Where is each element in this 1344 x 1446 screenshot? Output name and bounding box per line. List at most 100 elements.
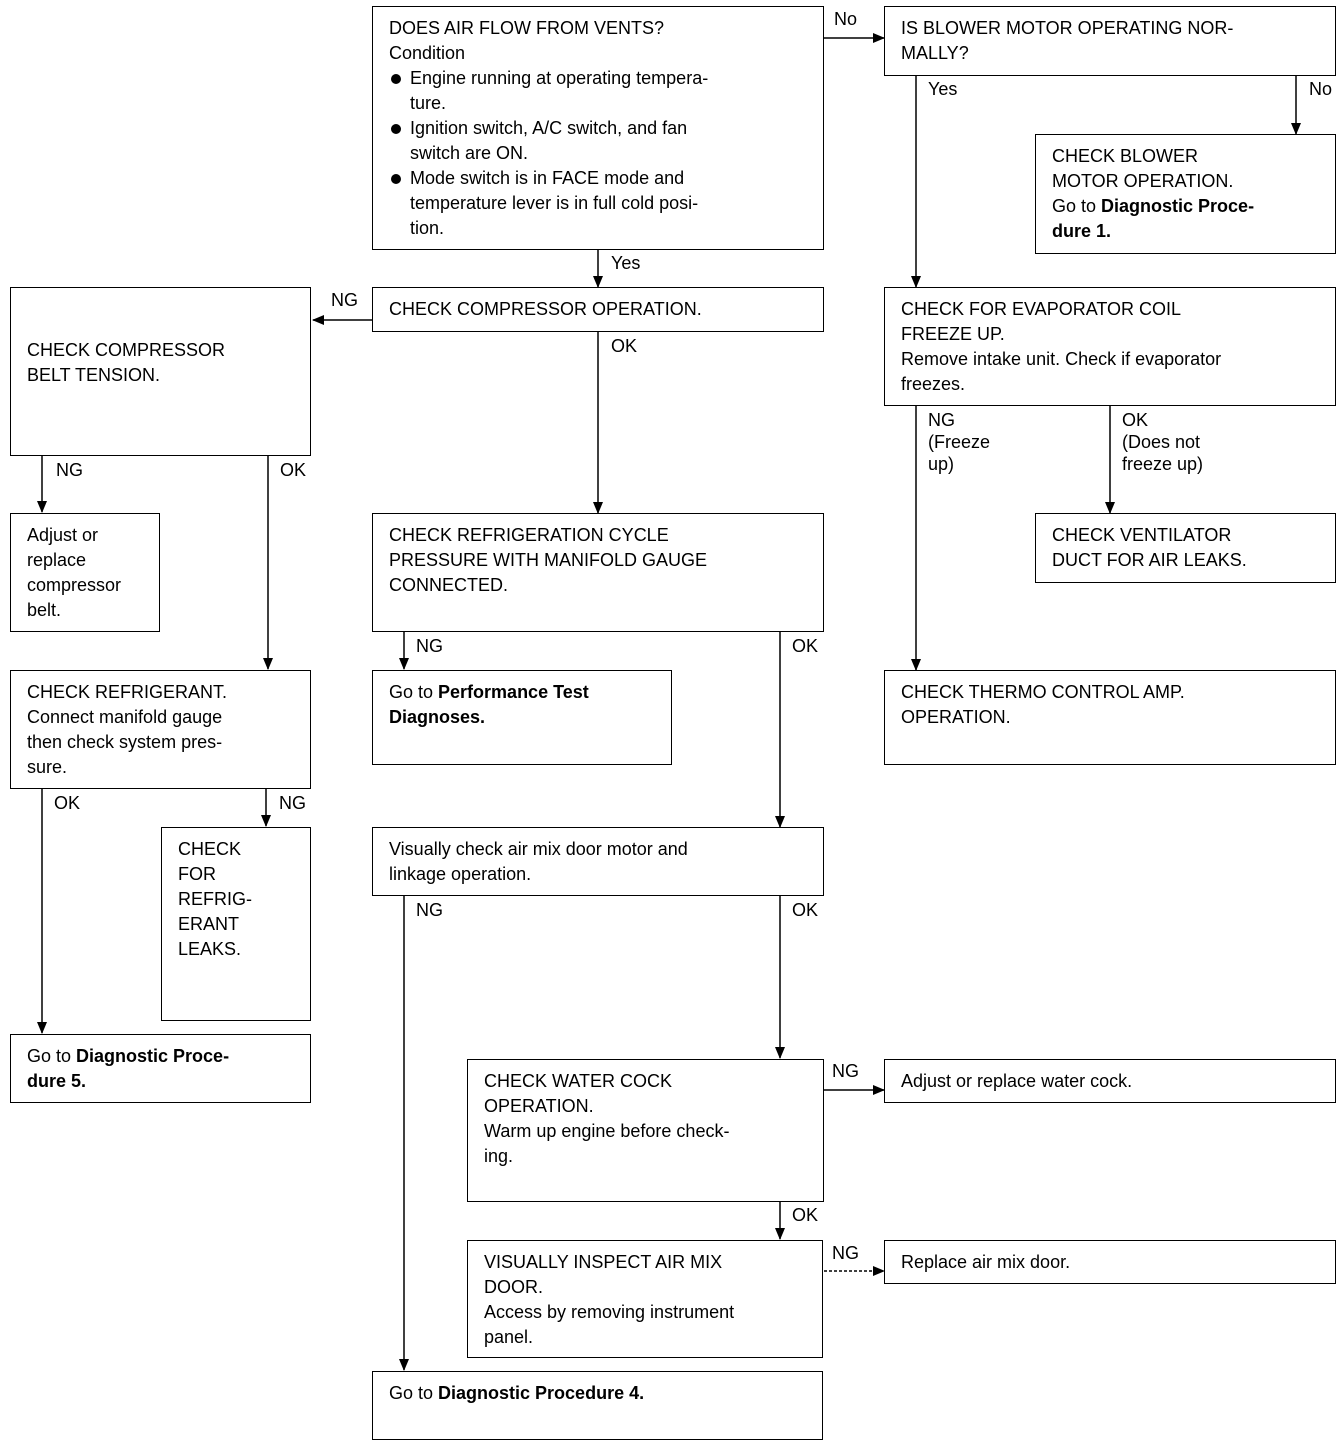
goto-target: Diagnoses. xyxy=(389,707,486,727)
evaporator-freeze-box: CHECK FOR EVAPORATOR COIL FREEZE UP. Rem… xyxy=(884,287,1336,406)
edge-label-ng-freeze: NG (Freeze up) xyxy=(928,409,990,475)
box-line: VISUALLY INSPECT AIR MIX xyxy=(484,1252,723,1272)
goto-target: Diagnostic Proce- xyxy=(76,1046,230,1066)
water-cock-box: CHECK WATER COCK OPERATION. Warm up engi… xyxy=(467,1059,824,1202)
box-title: DOES AIR FLOW FROM VENTS? xyxy=(389,18,665,38)
adjust-belt-box: Adjust or replace compressor belt. xyxy=(10,513,160,632)
replace-water-cock-box: Adjust or replace water cock. xyxy=(884,1059,1336,1103)
box-line: CHECK FOR EVAPORATOR COIL xyxy=(901,299,1182,319)
goto-line: Go to Performance Test xyxy=(389,680,657,705)
box-line: LEAKS. xyxy=(178,939,242,959)
goto-line: dure 1. xyxy=(1052,219,1321,244)
box-line: CHECK VENTILATOR xyxy=(1052,525,1232,545)
box-line: OPERATION. xyxy=(901,707,1011,727)
air-flow-question-box: DOES AIR FLOW FROM VENTS? Condition Engi… xyxy=(372,6,824,250)
goto-line: Go to Diagnostic Proce- xyxy=(1052,194,1321,219)
condition-bullet: Mode switch is in FACE mode and xyxy=(389,166,809,191)
edge-label-ok: OK xyxy=(611,336,638,356)
label-line: NG xyxy=(928,410,955,430)
box-line: belt. xyxy=(27,600,62,620)
goto-line: Go to Diagnostic Procedure 4. xyxy=(389,1381,808,1406)
box-line: PRESSURE WITH MANIFOLD GAUGE xyxy=(389,550,708,570)
goto-target: Performance Test xyxy=(438,682,589,702)
label-line: up) xyxy=(928,454,955,474)
box-line: BELT TENSION. xyxy=(27,365,161,385)
box-line: sure. xyxy=(27,757,68,777)
ventilator-duct-box: CHECK VENTILATOR DUCT FOR AIR LEAKS. xyxy=(1035,513,1336,583)
edge-label-ng: NG xyxy=(832,1243,859,1263)
thermo-control-box: CHECK THERMO CONTROL AMP. OPERATION. xyxy=(884,670,1336,765)
box-line: REFRIG- xyxy=(178,889,252,909)
box-line: Adjust or replace water cock. xyxy=(901,1071,1133,1091)
edge-label-ng: NG xyxy=(416,900,443,920)
box-line: CHECK COMPRESSOR xyxy=(27,340,226,360)
box-line: Visually check air mix door motor and xyxy=(389,839,688,859)
edge-label-ok-freeze: OK (Does not freeze up) xyxy=(1122,409,1203,475)
goto-line: Go to Diagnostic Proce- xyxy=(27,1044,296,1069)
box-line: CHECK COMPRESSOR OPERATION. xyxy=(389,299,702,319)
box-line: DOOR. xyxy=(484,1277,544,1297)
box-line: CHECK REFRIGERATION CYCLE xyxy=(389,525,669,545)
goto-prefix: Go to xyxy=(27,1046,77,1066)
box-line: compressor xyxy=(27,575,122,595)
compressor-operation-box: CHECK COMPRESSOR OPERATION. xyxy=(372,287,824,332)
box-line: then check system pres- xyxy=(27,732,223,752)
box-line: freezes. xyxy=(901,374,966,394)
box-line: FREEZE UP. xyxy=(901,324,1005,344)
diagnostic-procedure-4-box: Go to Diagnostic Procedure 4. xyxy=(372,1371,823,1440)
box-line: CHECK xyxy=(178,839,242,859)
box-line: Warm up engine before check- xyxy=(484,1121,730,1141)
label-line: (Does not xyxy=(1122,432,1201,452)
edge-label-no: No xyxy=(834,9,858,29)
goto-prefix: Go to xyxy=(1052,196,1102,216)
box-line: ing. xyxy=(484,1146,514,1166)
edge-label-ok: OK xyxy=(792,900,819,920)
box-line: IS BLOWER MOTOR OPERATING NOR- xyxy=(901,18,1234,38)
box-line: MALLY? xyxy=(901,43,969,63)
edge-label-ng: NG xyxy=(832,1061,859,1081)
refrigerant-leaks-box: CHECK FOR REFRIG- ERANT LEAKS. xyxy=(161,827,311,1021)
blower-normal-question-box: IS BLOWER MOTOR OPERATING NOR- MALLY? xyxy=(884,6,1336,76)
box-line: Remove intake unit. Check if evaporator xyxy=(901,349,1222,369)
edge-label-ok: OK xyxy=(280,460,307,480)
condition-bullet: Ignition switch, A/C switch, and fan xyxy=(389,116,809,141)
performance-test-box: Go to Performance Test Diagnoses. xyxy=(372,670,672,765)
edge-label-ok: OK xyxy=(792,1205,819,1225)
goto-prefix: Go to xyxy=(389,1383,439,1403)
goto-line: dure 5. xyxy=(27,1069,296,1094)
check-blower-box: CHECK BLOWER MOTOR OPERATION. Go to Diag… xyxy=(1035,134,1336,254)
edge-label-ok: OK xyxy=(792,636,819,656)
box-line: CHECK BLOWER xyxy=(1052,146,1199,166)
box-line: Replace air mix door. xyxy=(901,1252,1071,1272)
goto-prefix: Go to xyxy=(389,682,439,702)
goto-target: dure 1. xyxy=(1052,221,1112,241)
goto-target: dure 5. xyxy=(27,1071,87,1091)
goto-target: Diagnostic Procedure 4. xyxy=(438,1383,645,1403)
goto-line: Diagnoses. xyxy=(389,705,657,730)
box-line: OPERATION. xyxy=(484,1096,594,1116)
diagnostic-procedure-5-box: Go to Diagnostic Proce- dure 5. xyxy=(10,1034,311,1103)
condition-bullet-cont: switch are ON. xyxy=(410,143,529,163)
label-line: freeze up) xyxy=(1122,454,1204,474)
box-line: MOTOR OPERATION. xyxy=(1052,171,1234,191)
box-line: Access by removing instrument xyxy=(484,1302,735,1322)
box-line: CHECK THERMO CONTROL AMP. xyxy=(901,682,1185,702)
inspect-air-mix-door-box: VISUALLY INSPECT AIR MIX DOOR. Access by… xyxy=(467,1240,823,1358)
condition-bullet-cont: tion. xyxy=(410,218,445,238)
condition-bullet: Engine running at operating tempera- xyxy=(389,66,809,91)
condition-label: Condition xyxy=(389,43,466,63)
box-line: FOR xyxy=(178,864,216,884)
edge-label-yes: Yes xyxy=(611,253,641,273)
label-line: OK xyxy=(1122,410,1149,430)
box-line: Adjust or xyxy=(27,525,99,545)
box-line: Connect manifold gauge xyxy=(27,707,223,727)
box-line: CHECK WATER COCK xyxy=(484,1071,673,1091)
condition-bullet-cont: ture. xyxy=(410,93,447,113)
box-line: CHECK REFRIGERANT. xyxy=(27,682,228,702)
box-line: linkage operation. xyxy=(389,864,532,884)
box-line: replace xyxy=(27,550,87,570)
edge-label-ng: NG xyxy=(416,636,443,656)
edge-label-ng: NG xyxy=(279,793,306,813)
edge-label-ng: NG xyxy=(56,460,83,480)
